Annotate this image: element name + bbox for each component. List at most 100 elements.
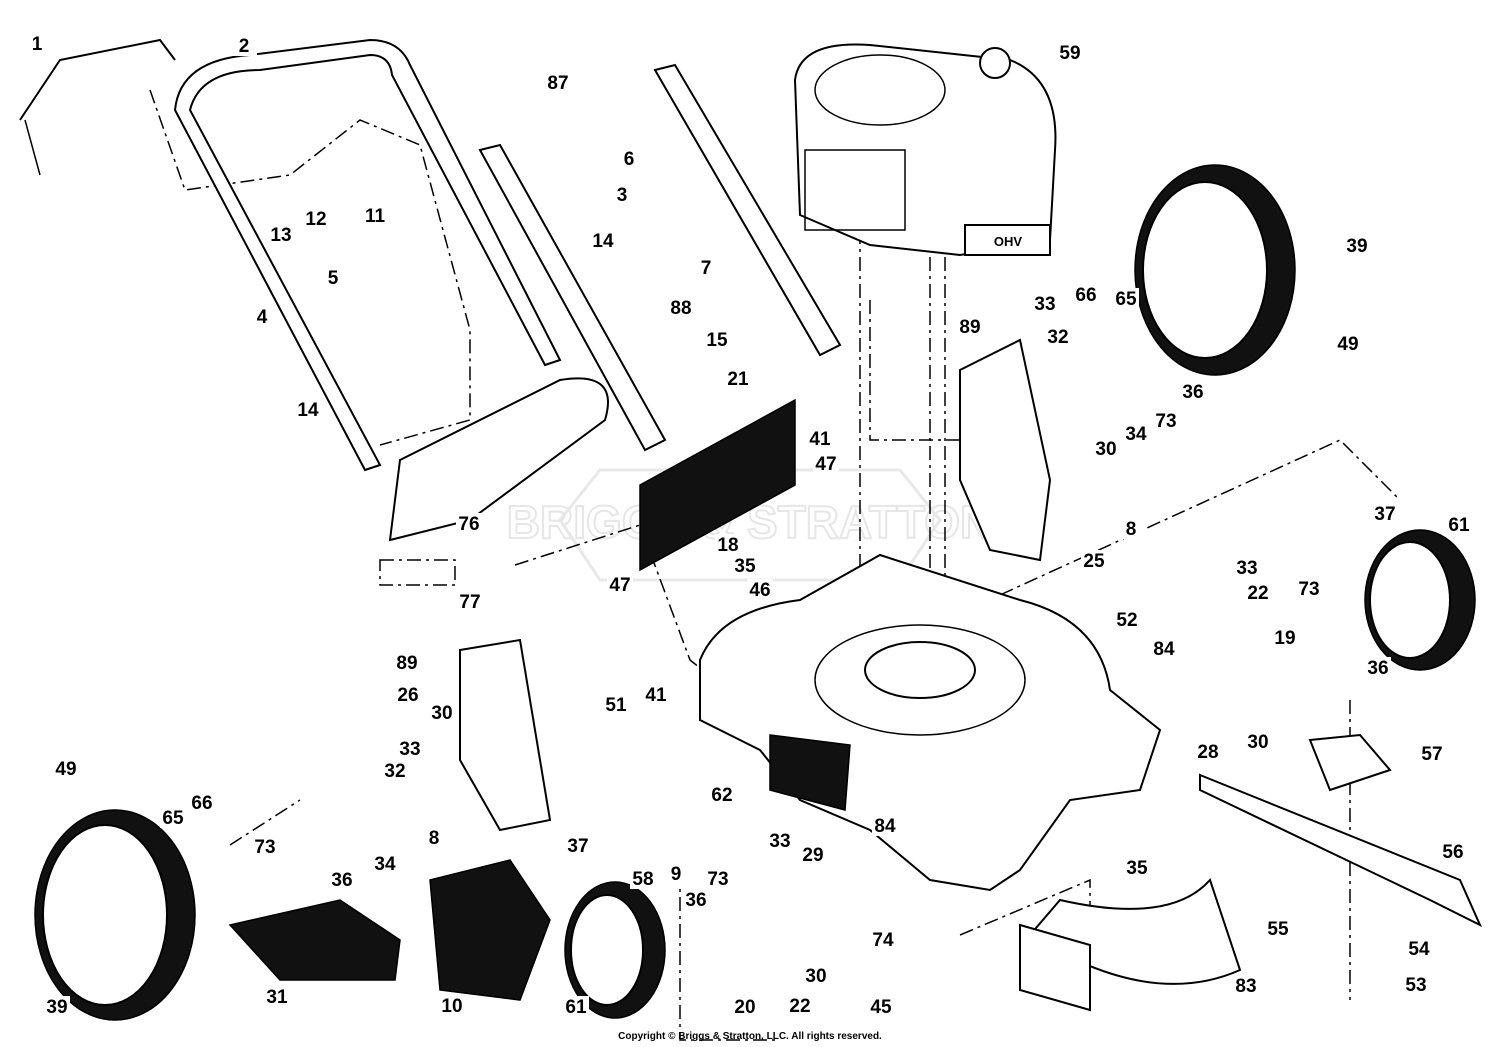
callout-part-89: 89 <box>959 317 980 338</box>
callout-part-22: 22 <box>789 996 810 1017</box>
callout-background <box>870 929 896 950</box>
callout-part-8: 8 <box>429 828 440 849</box>
callout-part-65: 65 <box>1115 289 1137 310</box>
copyright-notice: Copyright © Briggs & Stratton, LLC. All … <box>618 1031 882 1042</box>
wheel-front-left <box>564 881 666 1019</box>
callout-part-3: 3 <box>617 185 628 206</box>
callout-part-32: 32 <box>1047 327 1068 348</box>
callout-background <box>264 986 290 1007</box>
callout-part-36: 36 <box>1182 382 1203 403</box>
callout-background <box>1403 974 1429 995</box>
height-adjuster-right <box>959 338 1052 562</box>
callout-background <box>320 267 346 288</box>
callout-background <box>957 316 983 337</box>
blade-adapter <box>1308 733 1392 792</box>
callout-part-88: 88 <box>670 298 691 319</box>
callout-part-65: 65 <box>162 808 184 829</box>
callout-background <box>53 758 79 779</box>
callout-part-30: 30 <box>805 966 826 987</box>
callout-part-30: 30 <box>431 703 452 724</box>
callout-part-29: 29 <box>802 845 823 866</box>
callout-part-61: 61 <box>565 997 587 1018</box>
callout-background <box>382 760 408 781</box>
callout-part-30: 30 <box>1247 732 1268 753</box>
callout-part-10: 10 <box>441 996 462 1017</box>
callout-background <box>1151 638 1177 659</box>
callout-background <box>1234 557 1260 578</box>
side-discharge-cover <box>429 859 551 1001</box>
callout-part-83: 83 <box>1235 976 1256 997</box>
callout-background <box>1245 731 1271 752</box>
callout-part-49: 49 <box>55 759 76 780</box>
callout-part-33: 33 <box>1034 294 1055 315</box>
wheel-rear-right <box>1134 164 1296 376</box>
callout-part-73: 73 <box>254 837 275 858</box>
callout-part-54: 54 <box>1408 939 1430 960</box>
callout-background <box>372 853 398 874</box>
callout-background <box>1265 918 1291 939</box>
callout-background <box>1296 578 1322 599</box>
callout-background <box>725 368 751 389</box>
callout-part-41: 41 <box>645 685 667 706</box>
callout-background <box>565 835 591 856</box>
callout-part-87: 87 <box>547 73 568 94</box>
callout-background <box>709 784 735 805</box>
callout-background <box>1032 293 1058 314</box>
callout-part-77: 77 <box>459 592 480 613</box>
upper-handle <box>19 38 562 472</box>
callout-part-15: 15 <box>706 330 728 351</box>
callout-background <box>1195 741 1221 762</box>
callout-part-12: 12 <box>305 209 326 230</box>
callout-part-35: 35 <box>1126 858 1148 879</box>
callout-part-58: 58 <box>632 869 653 890</box>
callout-part-25: 25 <box>1083 551 1105 572</box>
callout-part-61: 61 <box>1448 515 1470 536</box>
callout-part-57: 57 <box>1421 744 1442 765</box>
callout-part-19: 19 <box>1274 628 1295 649</box>
callout-background <box>429 702 455 723</box>
callout-background <box>563 996 589 1017</box>
callout-part-56: 56 <box>1442 842 1463 863</box>
callout-background <box>1073 284 1099 305</box>
callout-background <box>1365 657 1391 678</box>
callout-part-31: 31 <box>266 987 288 1008</box>
callout-background <box>252 836 278 857</box>
callout-part-37: 37 <box>567 836 588 857</box>
callout-part-30: 30 <box>1095 439 1116 460</box>
callout-part-66: 66 <box>1075 285 1096 306</box>
callout-part-84: 84 <box>874 816 896 837</box>
callout-background <box>1113 288 1139 309</box>
callout-background <box>872 815 898 836</box>
callout-background <box>1440 841 1466 862</box>
callout-background <box>609 184 635 205</box>
blade <box>1199 773 1483 928</box>
callout-background <box>693 257 719 278</box>
callout-background <box>705 868 731 889</box>
callout-part-41: 41 <box>809 429 831 450</box>
callout-part-32: 32 <box>384 761 405 782</box>
callout-part-14: 14 <box>297 400 319 421</box>
callout-part-8: 8 <box>1126 519 1137 540</box>
callout-background <box>1419 743 1445 764</box>
callout-part-18: 18 <box>717 535 738 556</box>
mower-deck <box>699 553 1162 892</box>
callout-background <box>1123 423 1149 444</box>
callout-part-37: 37 <box>1374 504 1395 525</box>
callout-part-84: 84 <box>1153 639 1175 660</box>
callout-background <box>1124 857 1150 878</box>
callout-part-59: 59 <box>1059 43 1080 64</box>
callout-part-35: 35 <box>734 556 756 577</box>
callout-background <box>603 694 629 715</box>
callout-part-66: 66 <box>191 793 212 814</box>
callout-background <box>1446 514 1472 535</box>
callout-background <box>1093 438 1119 459</box>
callout-background <box>704 329 730 350</box>
callout-background <box>800 844 826 865</box>
engine: OHV <box>793 43 1057 257</box>
callout-background <box>249 306 275 327</box>
callout-background <box>395 684 421 705</box>
callout-background <box>1245 582 1271 603</box>
callout-part-45: 45 <box>870 997 892 1018</box>
